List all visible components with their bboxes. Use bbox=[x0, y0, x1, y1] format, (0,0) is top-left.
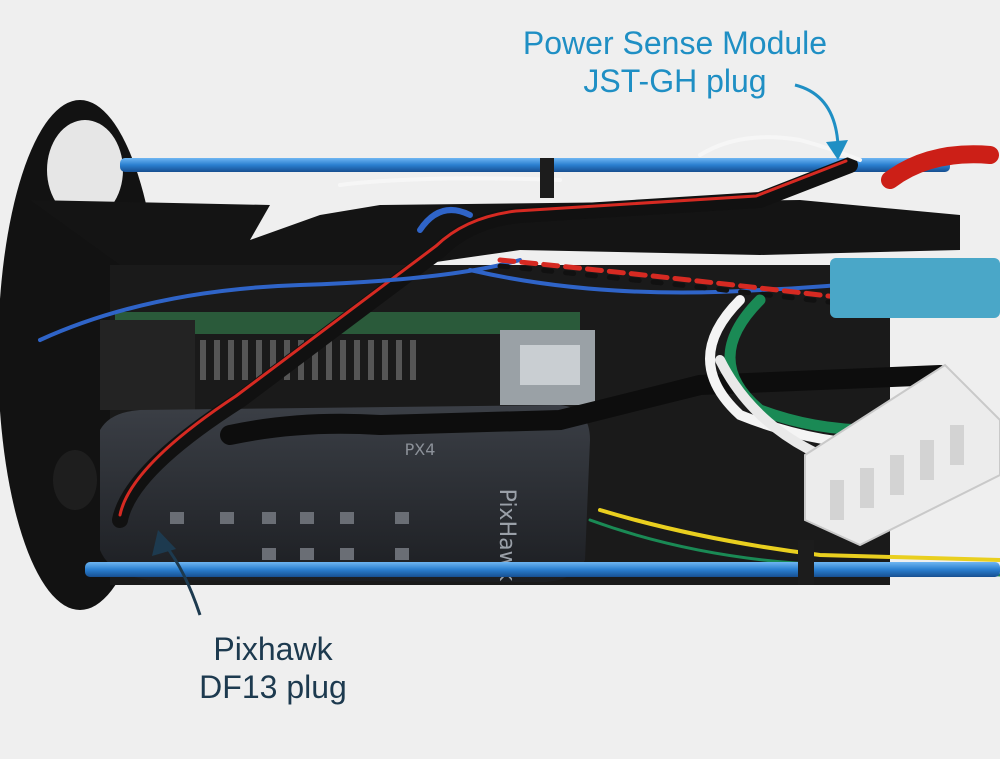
power-sense-callout-line1: Power Sense Module bbox=[522, 25, 828, 61]
bottom-rail bbox=[85, 562, 1000, 577]
power-sense-board bbox=[830, 258, 1000, 318]
companion-board bbox=[100, 312, 595, 410]
px4-mark: PX4 bbox=[405, 440, 436, 459]
pixhawk-callout-line1: Pixhawk bbox=[213, 631, 333, 667]
power-sense-callout-line2: JST-GH plug bbox=[583, 63, 767, 99]
power-sense-callout: Power Sense Module JST-GH plug bbox=[500, 24, 850, 100]
cable-tie-top bbox=[540, 158, 554, 198]
top-rail bbox=[120, 158, 950, 172]
terminal-block bbox=[804, 363, 1000, 547]
pixhawk-callout: Pixhawk DF13 plug bbox=[178, 630, 368, 706]
cable-tie-bottom bbox=[798, 540, 814, 585]
pixhawk-callout-line2: DF13 plug bbox=[199, 669, 347, 705]
